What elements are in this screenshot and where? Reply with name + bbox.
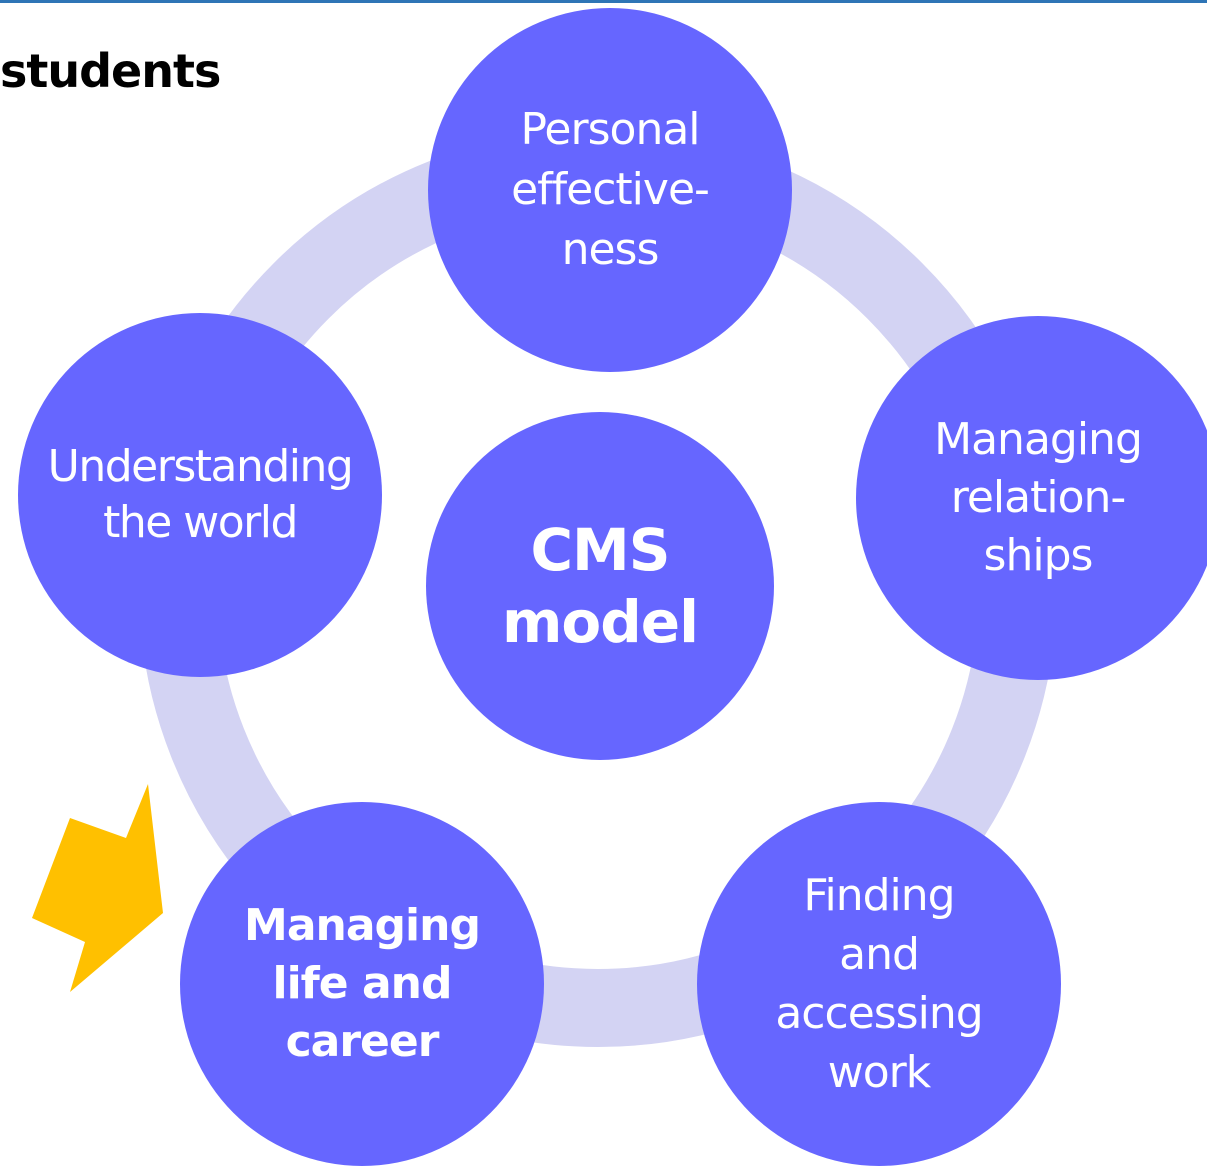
node-label: Managing relation- ships bbox=[934, 414, 1143, 581]
node-managing-relationships: Managing relation- ships bbox=[856, 316, 1207, 680]
node-label: Personal effective- ness bbox=[511, 104, 710, 275]
top-rule bbox=[0, 0, 1207, 3]
node-understanding-the-world: Understanding the world bbox=[18, 313, 382, 677]
node-finding-and-accessing-work: Finding and accessing work bbox=[697, 802, 1061, 1166]
node-center-cms-model: CMS model bbox=[426, 412, 774, 760]
node-managing-life-and-career: Managing life and career bbox=[180, 802, 544, 1166]
center-label: CMS model bbox=[501, 516, 699, 656]
node-label: Managing life and career bbox=[244, 900, 481, 1067]
node-personal-effectiveness: Personal effective- ness bbox=[428, 8, 792, 372]
node-label: Understanding the world bbox=[47, 441, 354, 548]
node-label: Finding and accessing work bbox=[775, 870, 983, 1098]
page-heading: students bbox=[0, 44, 221, 98]
